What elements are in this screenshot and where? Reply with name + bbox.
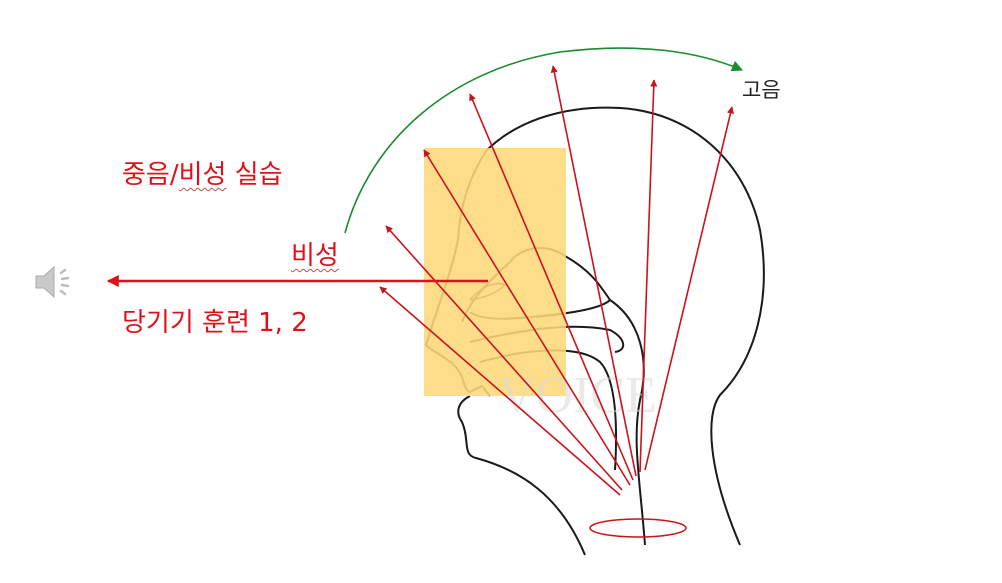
resonance-arrow — [639, 79, 658, 473]
practice-label: 중음/비성 실습 — [122, 162, 283, 188]
resonance-arrows — [379, 65, 734, 496]
practice-nasal: 비성 — [178, 160, 227, 190]
resonance-arrow — [379, 286, 621, 496]
head-outline — [486, 106, 765, 546]
resonance-arrow — [385, 225, 623, 491]
nasal-label: 비성 — [291, 241, 339, 271]
resonance-arrow — [423, 149, 631, 486]
pharynx-wall — [609, 299, 646, 546]
larynx-ellipse — [589, 518, 687, 538]
chin-neck — [457, 395, 586, 556]
watermark-text: VOICE — [498, 367, 657, 424]
speaker-icon[interactable] — [32, 262, 80, 302]
resonance-arrow — [644, 106, 734, 471]
practice-suffix: 실습 — [226, 160, 283, 190]
pitch-arc-arrow — [344, 47, 744, 234]
high-tone-label: 고음 — [742, 78, 781, 102]
resonance-arrow — [469, 93, 634, 481]
training-label: 당기기 훈련 1, 2 — [122, 308, 308, 338]
resonance-arrow — [550, 65, 637, 477]
practice-prefix: 중음/ — [122, 160, 179, 190]
